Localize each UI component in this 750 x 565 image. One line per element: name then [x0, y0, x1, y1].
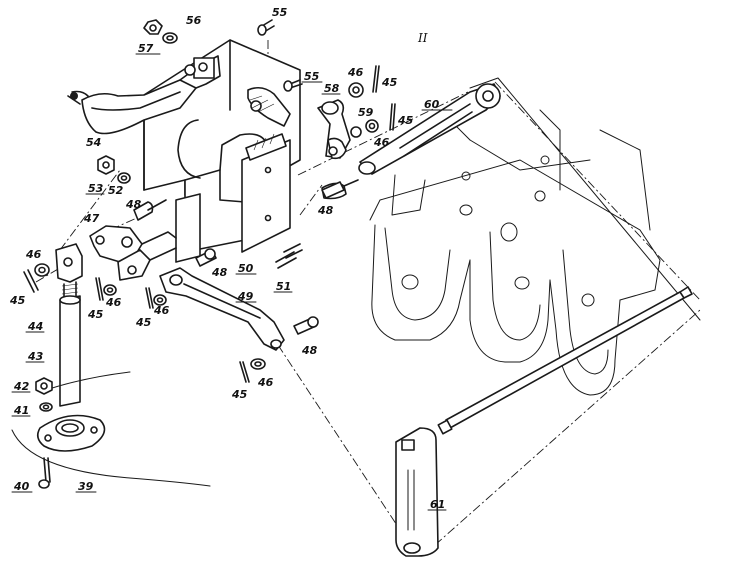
arm-54 [67, 55, 221, 135]
callout-51: 51 [276, 280, 291, 293]
callout-46: 46 [25, 248, 42, 261]
callout-55: 55 [304, 70, 320, 83]
callout-45: 45 [381, 76, 398, 89]
housing-50 [143, 39, 301, 263]
callout-45: 45 [87, 308, 104, 321]
washers-and-pins [23, 263, 266, 383]
upper-fasteners [143, 19, 303, 92]
callout-42: 42 [13, 380, 30, 393]
callout-44: 44 [27, 320, 43, 333]
callout-48: 48 [317, 204, 334, 217]
callout-58: 58 [324, 82, 340, 95]
link-49 [159, 248, 319, 351]
callout-46: 46 [257, 376, 274, 389]
callout-53: 53 [88, 182, 104, 195]
callout-43: 43 [27, 350, 44, 363]
callout-39: 39 [78, 480, 94, 493]
shaft-and-lever-61 [395, 286, 693, 557]
bracket-47 [89, 225, 177, 281]
callout-40: 40 [13, 480, 30, 493]
callout-54: 54 [86, 136, 101, 149]
callout-45: 45 [397, 114, 414, 127]
callout-59: 59 [358, 106, 374, 119]
callout-49: 49 [237, 290, 254, 303]
view-label: II [417, 31, 428, 45]
callout-labels: II 56 55 57 55 54 46 45 58 60 59 45 46 5… [9, 6, 445, 511]
callout-45: 45 [135, 316, 152, 329]
column-assembly [11, 243, 211, 489]
callout-57: 57 [138, 42, 154, 55]
callout-56: 56 [186, 14, 202, 27]
callout-45: 45 [231, 388, 248, 401]
callout-48: 48 [211, 266, 228, 279]
callout-55: 55 [272, 6, 288, 19]
callout-46: 46 [153, 304, 170, 317]
middle-fasteners [97, 155, 345, 269]
callout-leaders [11, 53, 453, 511]
callout-52: 52 [108, 184, 124, 197]
callout-46: 46 [373, 136, 390, 149]
callout-61: 61 [430, 498, 445, 511]
callout-41: 41 [13, 404, 29, 417]
callout-46: 46 [347, 66, 364, 79]
callout-46: 46 [105, 296, 122, 309]
callout-60: 60 [424, 98, 440, 111]
callout-47: 47 [83, 212, 100, 225]
callout-50: 50 [238, 262, 254, 275]
callout-48: 48 [301, 344, 318, 357]
lever-60-and-link-58 [317, 65, 501, 200]
callout-45: 45 [9, 294, 26, 307]
callout-48: 48 [125, 198, 142, 211]
frame-bracket [369, 77, 701, 396]
